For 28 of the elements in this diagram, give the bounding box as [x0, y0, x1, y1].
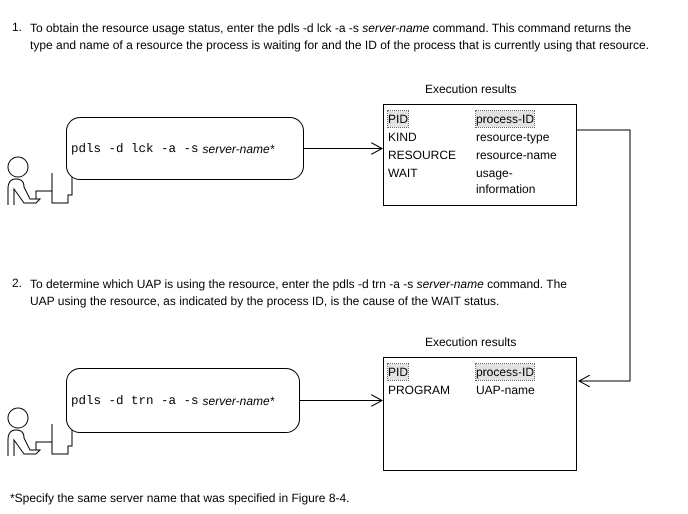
value-text: resource-type	[476, 129, 550, 145]
command-bubble	[66, 368, 300, 433]
command-bubble	[66, 117, 304, 180]
value-text: process-ID	[476, 364, 534, 380]
step-number: 1.	[12, 20, 22, 34]
instruction-text: To obtain the resource usage status, enter the pdls -d lck -a -s server-name command. This command returns the type and name of a resource the process is waiting for and the ID of the process that is currently using that resource.	[30, 20, 650, 54]
command-text: pdls -d lck -a -s	[71, 142, 199, 156]
field-name: WAIT	[388, 165, 418, 182]
table-heading: Execution results	[425, 335, 516, 349]
field-name: RESOURCE	[388, 147, 456, 163]
footnote: *Specify the same server name that was specified in Figure 8-4.	[10, 490, 350, 507]
command-text: pdls -d trn -a -s	[71, 394, 199, 408]
value-text: process-ID	[476, 111, 534, 127]
arrow	[304, 142, 382, 155]
value-text: usage-information	[476, 165, 536, 197]
field-name: PID	[388, 364, 408, 380]
field-name: PROGRAM	[388, 382, 450, 398]
value-text: UAP-name	[476, 382, 535, 398]
field-name: PID	[388, 111, 408, 127]
instruction-text: To determine which UAP is using the resource, enter the pdls -d trn -a -s server-name command. The UAP using the resource, as indicated by the process ID, is the cause of the WAIT status.	[30, 276, 568, 310]
table-heading: Execution results	[425, 82, 516, 96]
command-argument: server-name*	[202, 142, 274, 156]
field-name: KIND	[388, 129, 417, 145]
command-argument: server-name*	[202, 394, 274, 408]
arrow	[300, 394, 382, 407]
arrow	[576, 130, 630, 388]
value-text: resource-name	[476, 147, 557, 163]
step-number: 2.	[12, 276, 22, 290]
